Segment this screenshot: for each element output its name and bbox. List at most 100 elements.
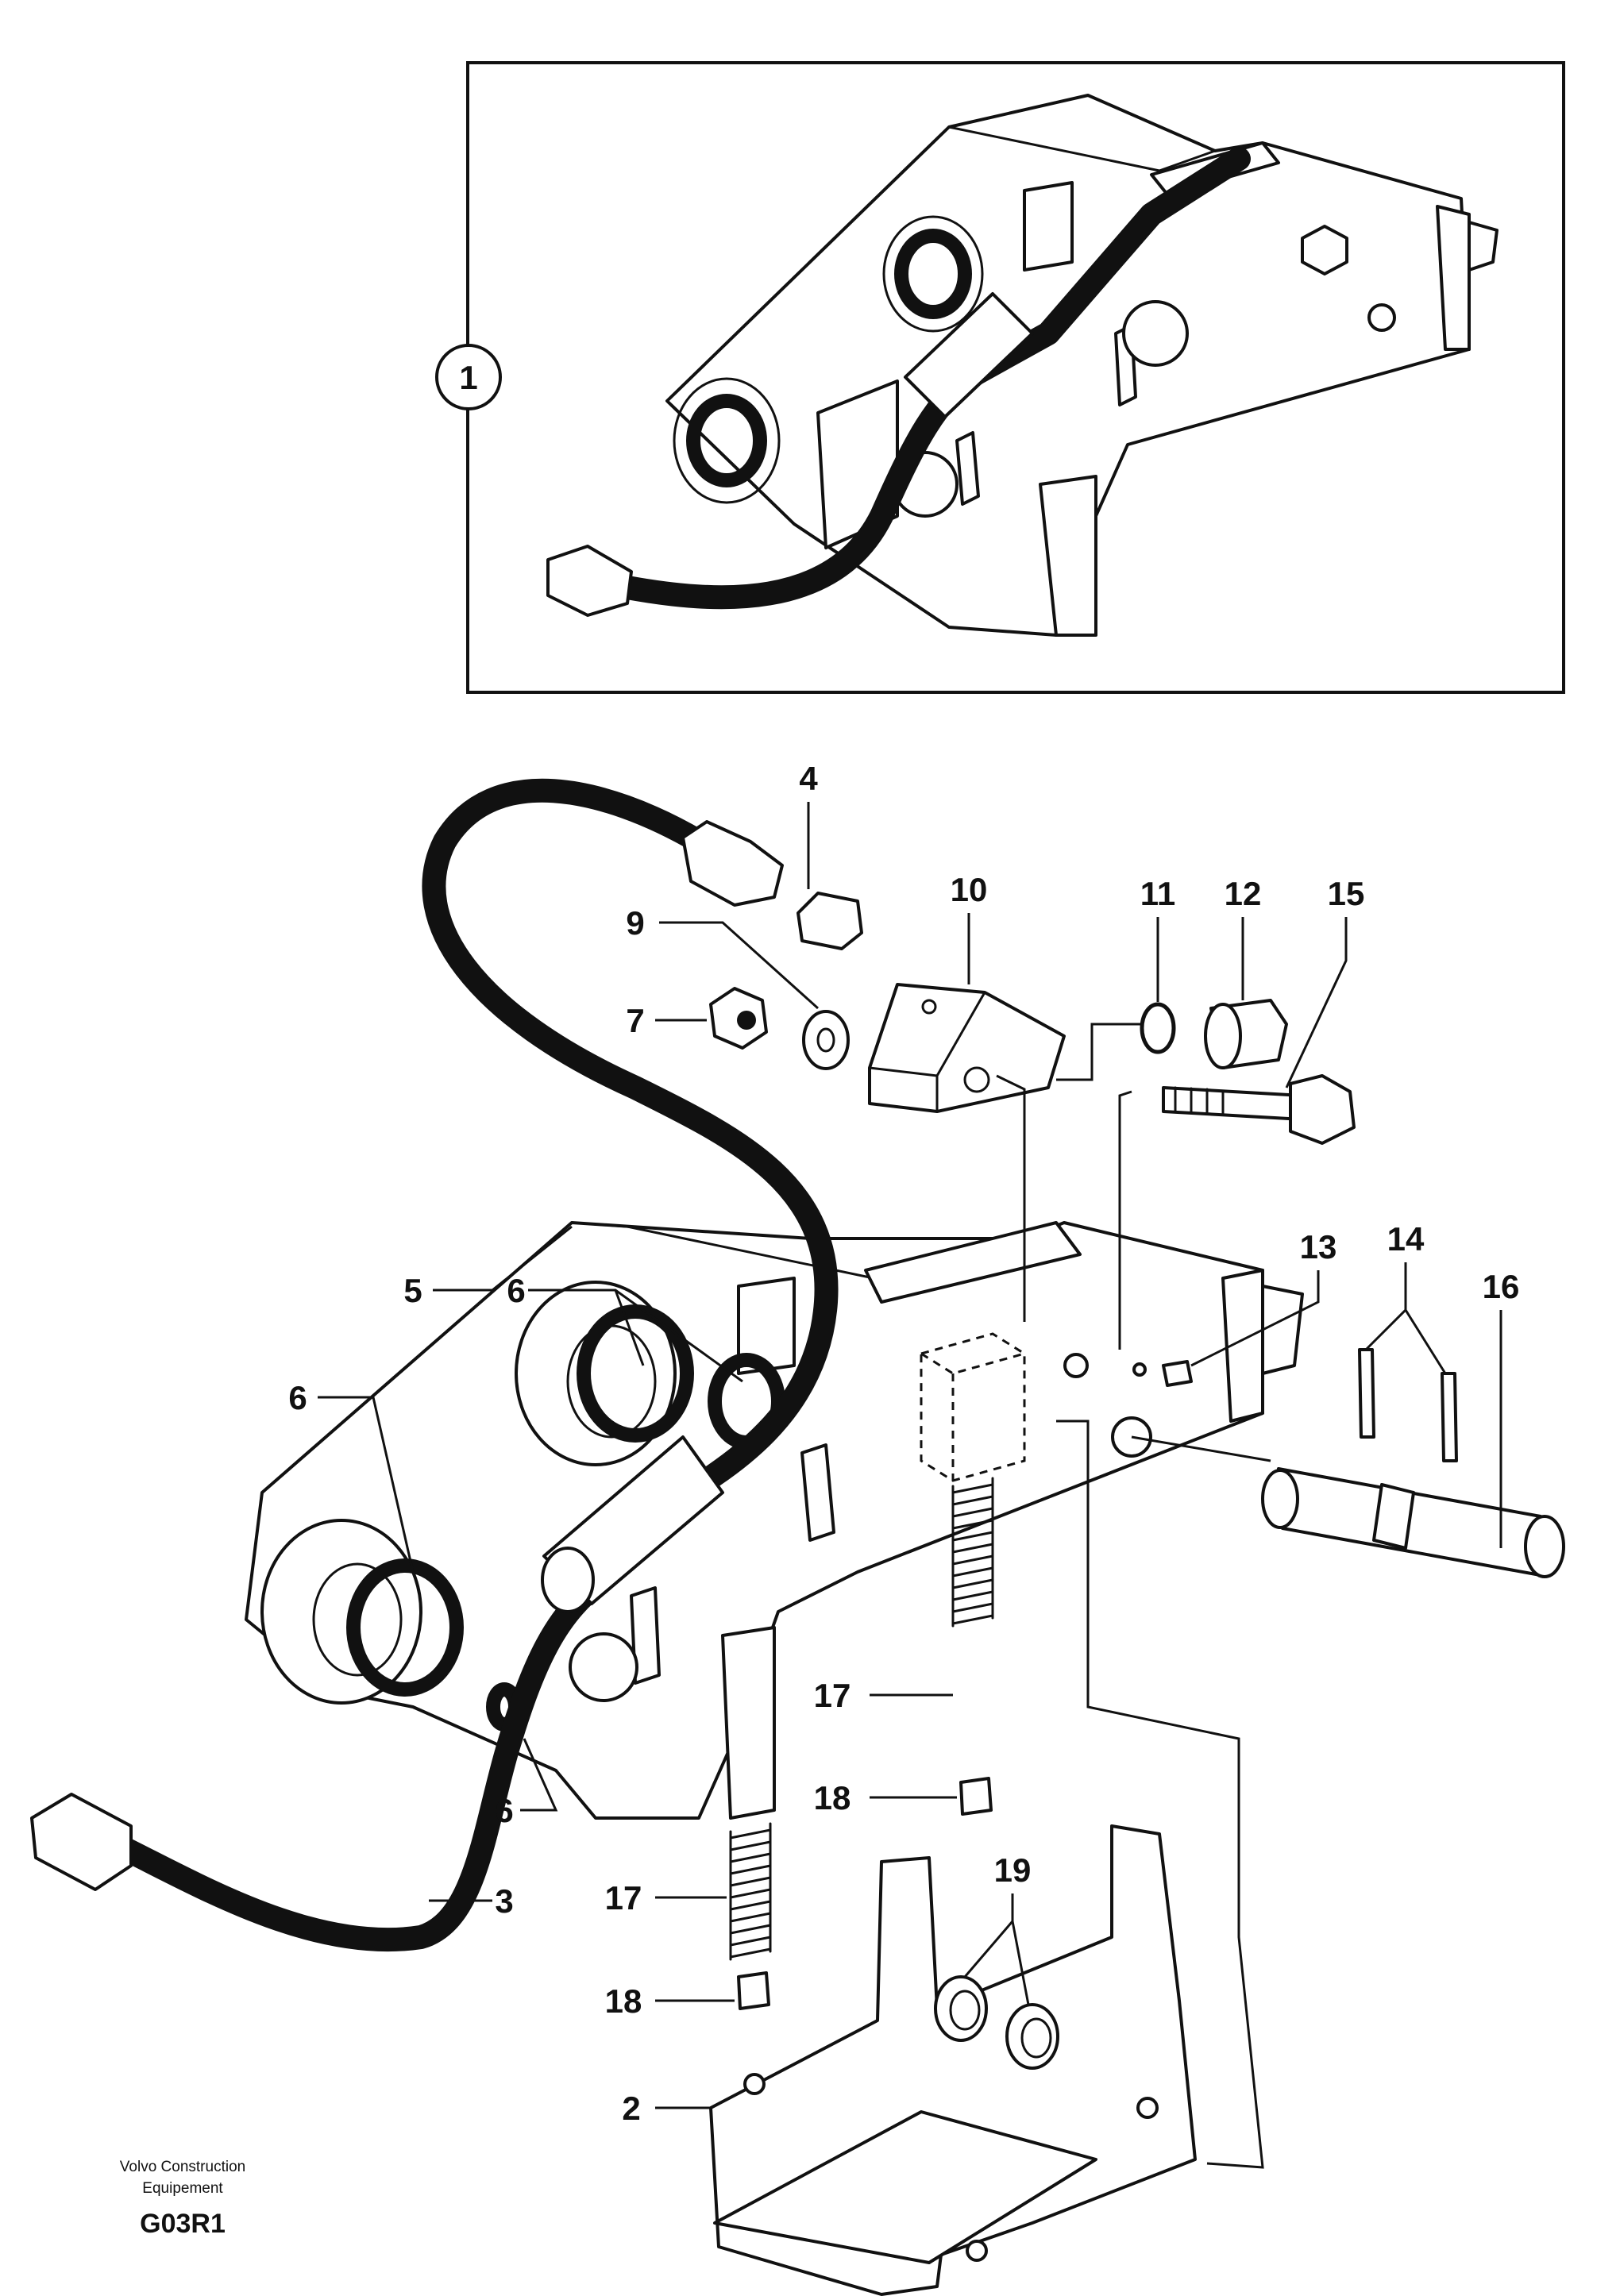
part-15-bolt-head	[1289, 1074, 1356, 1145]
bracket-hole-b	[1132, 1362, 1147, 1377]
part-9-washer	[802, 1010, 850, 1070]
callout-2: 2	[622, 2090, 640, 2127]
hose-sleeve-end	[541, 1547, 595, 1613]
part-17-spring-lower	[729, 1828, 772, 1959]
assembly-line-shaft-pin	[1131, 1435, 1271, 1462]
bracket-hole-a	[1063, 1353, 1089, 1378]
part-11-oring	[1140, 1002, 1176, 1054]
part-10-block-bore	[963, 1066, 990, 1093]
part-15-bolt-threads	[1174, 1086, 1225, 1116]
part-12-plug-face	[1204, 1003, 1242, 1069]
bracket-lower-bore	[260, 1519, 422, 1705]
inset-hose-sleeve	[904, 292, 1034, 418]
callout-6-top: 6	[507, 1272, 525, 1309]
part-14-pin-right	[1441, 1372, 1458, 1462]
inset-seal-ring-lower	[686, 394, 767, 487]
callout-19: 19	[994, 1851, 1032, 1889]
part-15-bolt-shank	[1162, 1086, 1304, 1121]
inset-bracket-front-plate	[1039, 475, 1097, 637]
part-16-shaft	[1277, 1467, 1546, 1578]
part-18-bushing-upper	[959, 1777, 993, 1816]
callout-17-upper: 17	[814, 1677, 851, 1714]
seal-ring-front-lower	[346, 1558, 464, 1697]
part-17-spring-lower-sides	[729, 1822, 772, 1961]
part-9-washer-hole	[816, 1027, 835, 1053]
inset-end-plate	[1436, 205, 1471, 351]
callout-leaders	[318, 802, 1502, 2109]
inset-block	[1023, 181, 1074, 272]
callout-1-circle	[435, 344, 502, 410]
footer-brand-line2: Equipement	[142, 2180, 223, 2197]
seal-ring-upper-left	[577, 1304, 694, 1443]
inset-bracket-top-ridge	[947, 125, 1217, 172]
part-16-shaft-start	[1261, 1469, 1299, 1529]
part-10-block	[868, 983, 1066, 1113]
hose-fitting-lower	[30, 1793, 133, 1891]
callout-16: 16	[1483, 1268, 1520, 1305]
bracket-pin-slot	[800, 1443, 835, 1542]
assembly-line-bolt	[1118, 1090, 1132, 1350]
part-13-key	[1162, 1360, 1193, 1387]
footer-code: G03R1	[140, 2209, 226, 2239]
inset-seal-ring-upper-outer	[882, 215, 984, 333]
bracket-dashed-block	[920, 1332, 1026, 1482]
inset-hole	[1367, 303, 1396, 332]
bracket-end-plate	[1221, 1269, 1264, 1423]
inset-pin-slot-front	[955, 431, 980, 506]
bracket-end-stub	[1261, 1285, 1304, 1375]
bracket-front-plate	[721, 1626, 776, 1820]
footer-brand-line1: Volvo Construction	[120, 2159, 245, 2175]
part-2-bottom-plate	[713, 2110, 1097, 2264]
bracket-front-hole	[569, 1632, 638, 1702]
exploded-view	[30, 778, 1565, 2296]
part-19-roller-right-inner	[1020, 2017, 1052, 2059]
callout-9: 9	[626, 904, 644, 942]
callout-3: 3	[495, 1882, 513, 1920]
part-16-shaft-end	[1524, 1515, 1565, 1578]
assembly-line-block	[996, 1074, 1026, 1322]
bracket-lower-bore-inner	[312, 1562, 403, 1677]
part-2-hole-right	[966, 2240, 988, 2262]
callout-15: 15	[1328, 875, 1365, 912]
footer: Volvo Construction Equipement G03R1	[120, 2159, 245, 2239]
callout-18-upper: 18	[814, 1779, 851, 1816]
part-10-block-hole	[921, 999, 937, 1015]
callout-10: 10	[951, 871, 988, 908]
part-2-hole-side	[1136, 2097, 1159, 2119]
hose-lower	[115, 1568, 615, 1952]
inset-end-stub	[1468, 221, 1498, 272]
callout-numbers: 4 9 7 10 11 12 15 6 5 6 6 3 13 14 16 17 …	[288, 760, 1519, 2127]
bracket-top-bar	[864, 1221, 1082, 1304]
part-16-shaft-break	[1372, 1483, 1415, 1550]
part-18-bushing-lower	[737, 1971, 770, 2010]
bracket-upper-bore	[515, 1281, 677, 1466]
bracket-block	[737, 1277, 796, 1375]
part-2-hole-left	[743, 2073, 766, 2095]
part-14-pin-left	[1358, 1348, 1375, 1439]
callout-17-lower: 17	[605, 1879, 642, 1917]
callout-5: 5	[403, 1272, 422, 1309]
callout-14: 14	[1387, 1220, 1425, 1258]
part-17-spring-upper	[951, 1483, 994, 1625]
inset-seal-ring-upper	[894, 229, 972, 319]
part-7-nut-hole	[737, 1011, 756, 1030]
assembly-line-shaft	[1056, 1420, 1264, 2169]
callout-18-lower: 18	[605, 1982, 642, 2020]
hose-fitting-upper	[681, 820, 784, 907]
callout-7: 7	[626, 1002, 644, 1039]
inset-nut	[1301, 225, 1348, 275]
inset-seal-ring-lower-outer	[673, 377, 781, 504]
callout-11: 11	[1140, 875, 1175, 912]
callout-6-left: 6	[288, 1379, 307, 1416]
inset-hose-fitting	[546, 545, 633, 617]
callout-12: 12	[1225, 875, 1262, 912]
callout-4: 4	[799, 760, 818, 797]
inset-round-hole	[1122, 300, 1189, 367]
assembled-view-inset: 1	[435, 61, 1565, 694]
part-19-roller-left-inner	[949, 1990, 981, 2031]
callout-13: 13	[1300, 1228, 1337, 1265]
part-4-nipple	[796, 892, 863, 950]
callout-6-bottom: 6	[495, 1792, 513, 1829]
part-10-block-edge	[868, 991, 986, 1113]
